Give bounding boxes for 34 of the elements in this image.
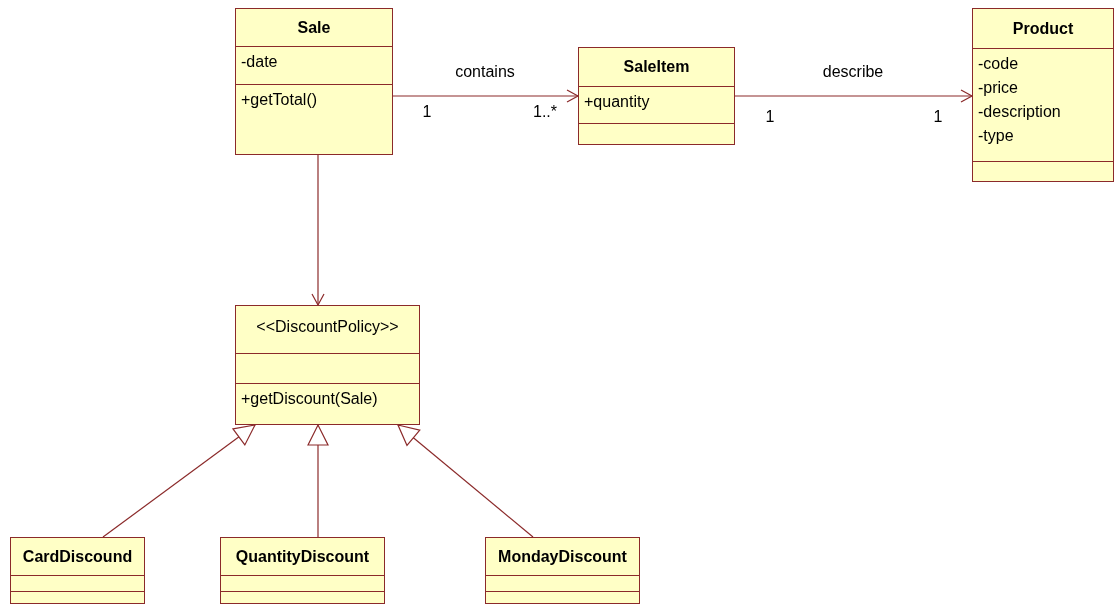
multiplicity-label: 1 bbox=[765, 108, 775, 126]
stereotype-name: <<DiscountPolicy>> bbox=[256, 317, 399, 337]
class-box bbox=[578, 47, 735, 145]
class-box bbox=[972, 8, 1114, 182]
class-name: QuantityDiscount bbox=[235, 546, 370, 567]
generalization-arrow bbox=[307, 424, 329, 538]
method-text: +getTotal() bbox=[241, 90, 318, 110]
association-arrow bbox=[392, 89, 579, 103]
class-name: Sale bbox=[297, 17, 331, 38]
dependency-arrow bbox=[311, 154, 325, 306]
multiplicity-label: 1 bbox=[422, 103, 432, 121]
class-box bbox=[220, 537, 385, 604]
class-name: MondayDiscount bbox=[498, 546, 627, 567]
class-name: SaleItem bbox=[623, 57, 690, 77]
class-box bbox=[235, 305, 420, 425]
edge-label: contains bbox=[455, 63, 515, 81]
attribute-text: -type bbox=[978, 126, 1014, 146]
class-box bbox=[235, 8, 393, 155]
attribute-text: -code bbox=[978, 54, 1019, 74]
class-name: CardDiscound bbox=[22, 546, 133, 567]
attribute-text: -date bbox=[241, 52, 278, 72]
method-text: +getDiscount(Sale) bbox=[241, 389, 378, 409]
class-box bbox=[485, 537, 640, 604]
class-name: Product bbox=[1012, 18, 1074, 39]
class-box bbox=[10, 537, 145, 604]
attribute-text: -description bbox=[978, 102, 1061, 122]
generalization-arrow bbox=[102, 424, 256, 538]
generalization-arrow bbox=[397, 424, 534, 538]
multiplicity-label: 1..* bbox=[533, 103, 557, 121]
attribute-text: -price bbox=[978, 78, 1018, 98]
attribute-text: +quantity bbox=[584, 92, 650, 112]
association-arrow bbox=[734, 89, 973, 103]
edge-label: describe bbox=[822, 63, 884, 81]
multiplicity-label: 1 bbox=[933, 108, 943, 126]
